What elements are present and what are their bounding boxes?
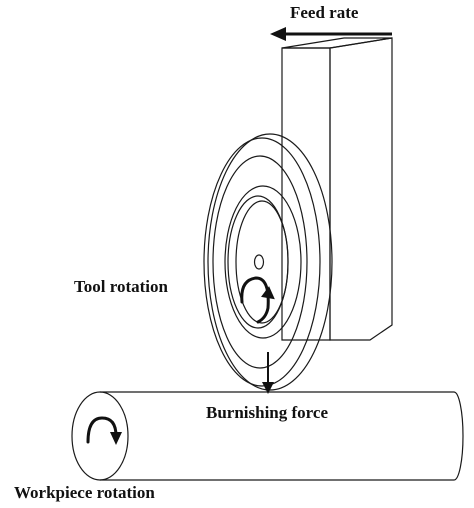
workpiece-cylinder	[71, 391, 464, 481]
tool-rotation-label: Tool rotation	[74, 277, 169, 296]
tool-rotation-arrow	[240, 276, 275, 324]
workpiece-rotation-label: Workpiece rotation	[14, 483, 155, 502]
burnishing-roller	[203, 133, 333, 391]
workpiece-rotation-arrow	[86, 416, 122, 445]
burnishing-force-label: Burnishing force	[206, 403, 328, 422]
feed-rate-label: Feed rate	[290, 3, 359, 22]
burnishing-force-arrow	[262, 352, 274, 394]
tool-holder	[281, 37, 393, 341]
feed-rate-arrow	[270, 27, 392, 41]
